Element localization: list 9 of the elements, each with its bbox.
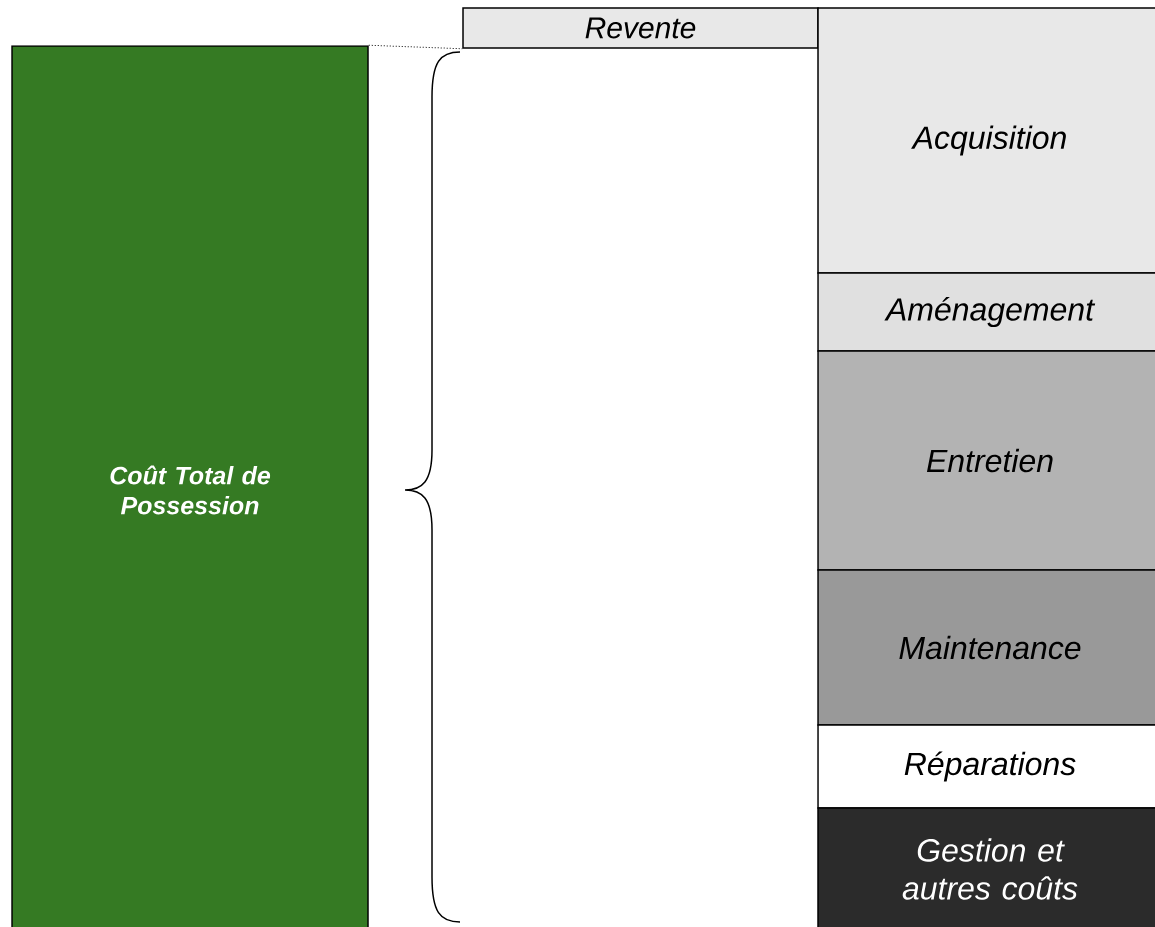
cost-segment: Aménagement (817, 272, 1155, 352)
cost-segment: Acquisition (817, 7, 1155, 274)
cost-segment: Réparations (817, 724, 1155, 809)
cost-segment: Revente (462, 7, 819, 49)
cost-segment: Maintenance (817, 569, 1155, 726)
cost-segment: Gestion et autres coûts (817, 807, 1155, 927)
dotted-connector (368, 44, 463, 50)
total-cost-bar: Coût Total de Possession (11, 45, 369, 927)
cost-segment: Entretien (817, 350, 1155, 571)
